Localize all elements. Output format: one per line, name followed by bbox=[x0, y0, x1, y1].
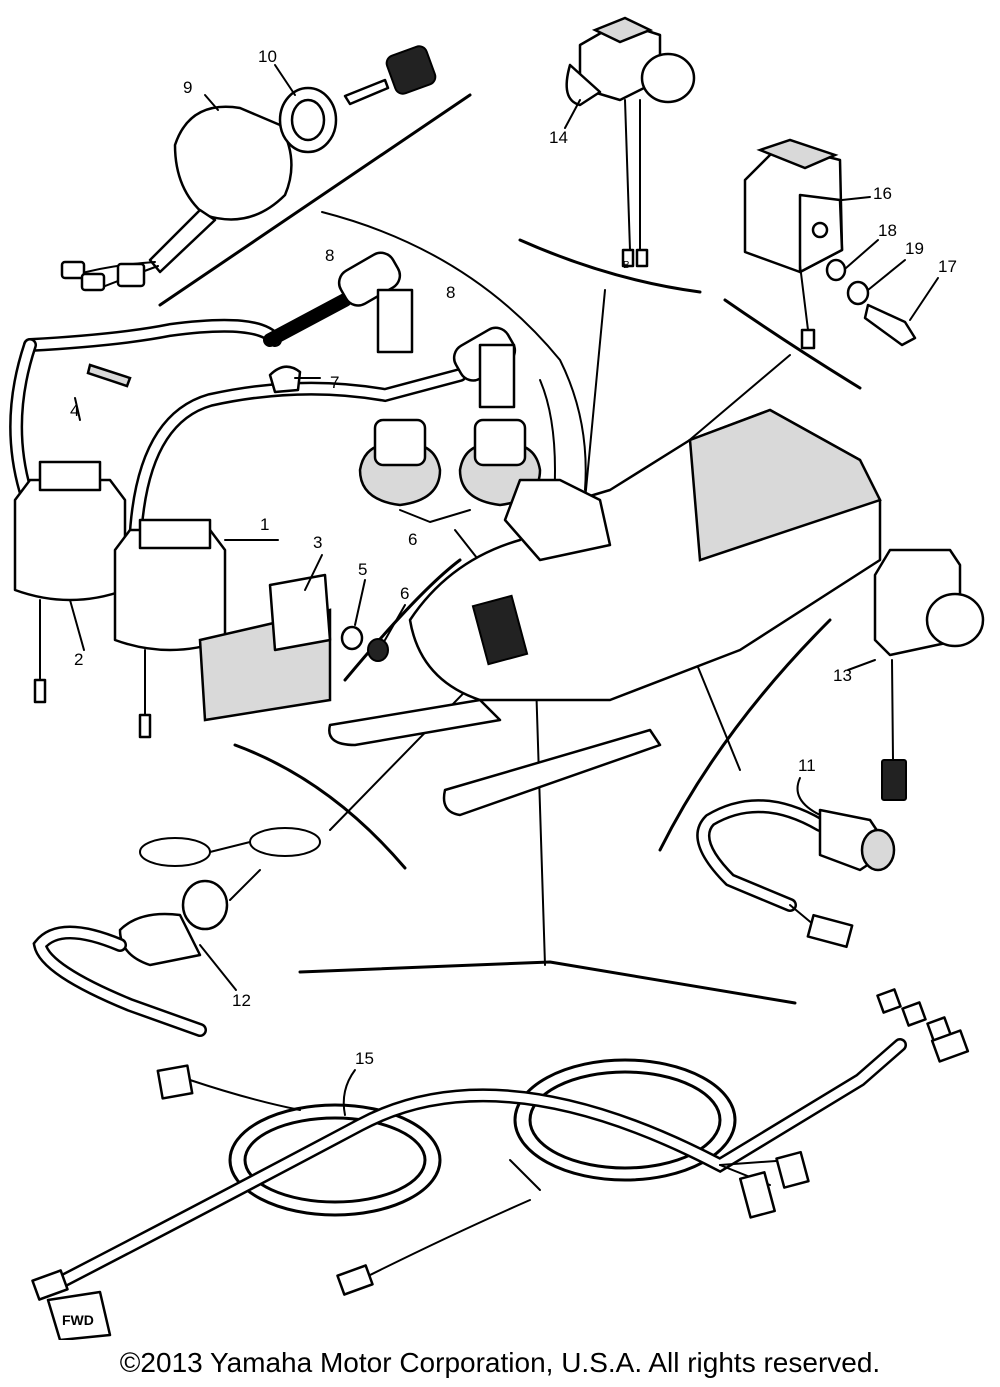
callout-3: 3 bbox=[313, 533, 322, 552]
throttle-switch-13 bbox=[32, 827, 321, 1037]
callout-15: 14 bbox=[549, 128, 568, 147]
copyright-notice: ©2013 Yamaha Motor Corporation, U.S.A. A… bbox=[119, 1347, 881, 1378]
switch-14 bbox=[873, 548, 985, 801]
callout-6: 6 bbox=[400, 584, 409, 603]
callout-1: 1 bbox=[260, 515, 269, 534]
callout-5: 5 bbox=[358, 560, 367, 579]
callout-20: 19 bbox=[905, 239, 924, 258]
ignition-leads bbox=[9, 251, 517, 552]
callout-16: 15 bbox=[355, 1049, 374, 1068]
snowmobile bbox=[328, 408, 882, 817]
callout-8a: 8 bbox=[325, 246, 334, 265]
parts-diagram: FWD B 10 9 14 16 18 19 17 8 8 7 4 6 1 3 … bbox=[9, 16, 985, 1340]
relay-15 bbox=[565, 16, 696, 268]
bracket-3 bbox=[198, 573, 389, 722]
main-switch-assembly bbox=[60, 45, 437, 292]
callout-9: 6 bbox=[408, 530, 417, 549]
callout-2: 2 bbox=[74, 650, 83, 669]
callout-4: 4 bbox=[70, 401, 79, 420]
callouts: 10 9 14 16 18 19 17 8 8 7 4 6 1 3 5 6 2 … bbox=[69, 47, 957, 1116]
plug-stamp: B bbox=[623, 260, 630, 271]
callout-13: 12 bbox=[232, 991, 251, 1010]
callout-12: 11 bbox=[798, 756, 816, 775]
callout-11: 10 bbox=[258, 47, 277, 66]
callout-17: 16 bbox=[873, 184, 892, 203]
callout-19: 18 bbox=[878, 221, 897, 240]
callout-10: 9 bbox=[183, 78, 192, 97]
regulator-17 bbox=[743, 138, 917, 350]
callout-14: 13 bbox=[833, 666, 852, 685]
sensor-12 bbox=[696, 799, 896, 949]
ignition-coils bbox=[13, 460, 227, 739]
wire-harness-16: FWD B bbox=[31, 260, 970, 1340]
callout-18: 17 bbox=[938, 257, 957, 276]
callout-8b: 8 bbox=[446, 283, 455, 302]
fwd-stamp: FWD bbox=[62, 1312, 94, 1328]
callout-7: 7 bbox=[330, 373, 339, 392]
